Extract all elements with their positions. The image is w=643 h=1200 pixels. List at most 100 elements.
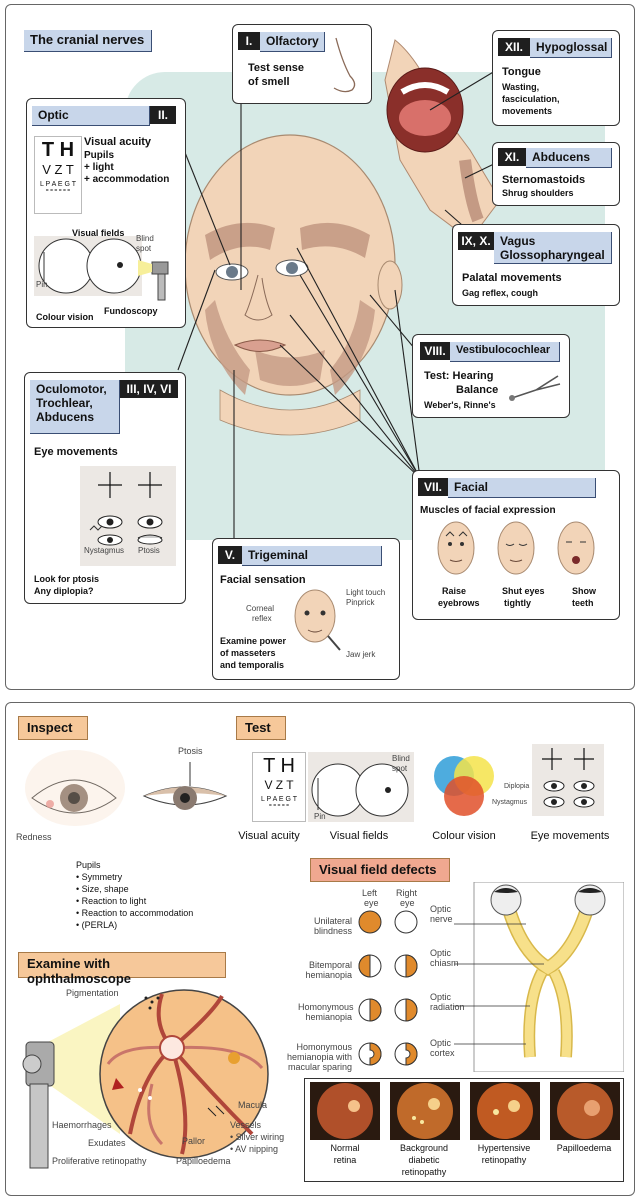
test-blind-1: Blind	[392, 754, 410, 763]
vestibulo-test-1: Test: Hearing	[424, 370, 494, 382]
pupils-title: Pupils	[76, 860, 101, 870]
colour-vision-circles	[434, 756, 494, 816]
pathway-2-b: chiasm	[430, 958, 459, 968]
fundus-exudates: Exudates	[88, 1138, 126, 1148]
defect-1-b: blindness	[313, 926, 352, 936]
photo-2-a: Background	[399, 1143, 449, 1153]
vagus-title: Vagus Glossopharyngeal	[494, 232, 612, 264]
facial-face-1-1: Raise	[442, 586, 467, 596]
vfd-right-1: Right	[396, 888, 418, 898]
pupils-item-2: • Size, shape	[76, 884, 129, 894]
olfactory-desc-1: Test sense	[248, 62, 305, 74]
photo-2-b: diabetic	[408, 1155, 440, 1165]
facial-muscles: Muscles of facial expression	[420, 505, 556, 516]
pathway-1-a: Optic	[430, 904, 452, 914]
facial-title: Facial	[448, 478, 596, 498]
optic-chart: T H V Z T L P A E G T = = = = = =	[34, 136, 82, 214]
facial-face-1-2: eyebrows	[438, 598, 480, 608]
trigeminal-face	[294, 589, 341, 651]
oculomotor-look-2: Any diplopia?	[34, 586, 94, 596]
facial-expression-faces	[437, 521, 595, 575]
olfactory-title: Olfactory	[260, 32, 325, 52]
chart-line-2: V Z T	[42, 162, 74, 177]
inspect-redness: Redness	[16, 832, 52, 842]
visual-fields-diagram	[34, 236, 169, 301]
test-nystagmus: Nystagmus	[492, 799, 528, 806]
fundus-haemorrhages: Haemorrhages	[52, 1120, 112, 1130]
test-diplopia: Diplopia	[504, 783, 530, 790]
oculomotor-title: Oculomotor, Trochlear, Abducens	[30, 380, 120, 434]
snellen-line-3: L P A E G T	[260, 796, 298, 803]
inspect-ptosis: Ptosis	[178, 746, 203, 756]
hypoglossal-sub-1: Wasting,	[502, 82, 540, 92]
defect-1-a: Unilateral	[313, 916, 352, 926]
optic-acuity: Visual acuity	[84, 136, 152, 148]
olfactory-number: I.	[238, 32, 260, 50]
accessory-title: Abducens	[526, 148, 612, 168]
hypoglossal-number: XII.	[498, 38, 530, 56]
defect-2-b: hemianopia	[305, 970, 352, 980]
photo-3-a: Hypertensive	[477, 1143, 531, 1153]
optic-pathway-diagram	[454, 882, 624, 1072]
pathway-4-b: cortex	[430, 1048, 455, 1058]
hypoglossal-title: Hypoglossal	[530, 38, 612, 58]
optic-colour: Colour vision	[36, 312, 94, 322]
accessory-desc: Sternomastoids	[502, 174, 586, 186]
optic-title: Optic	[32, 106, 150, 126]
trigeminal-light-1: Light touch	[346, 588, 386, 597]
fundus-macula: Macula	[238, 1100, 268, 1110]
trigeminal-corneal-2: reflex	[252, 614, 272, 623]
caption-visual-acuity: Visual acuity	[238, 830, 300, 842]
vfd-heading: Visual field defects	[310, 858, 450, 882]
fundus-papilloedema: Papilloedema	[176, 1156, 231, 1166]
chart-line-4: = = = = = =	[45, 188, 71, 194]
vagus-palatal: Palatal movements	[462, 272, 562, 284]
photo-4-a: Papilloedema	[556, 1143, 612, 1153]
optic-pupils-2: + light	[84, 162, 114, 173]
caption-eye-movements: Eye movements	[530, 830, 610, 842]
oculomotor-name-2: Trochlear,	[36, 396, 93, 410]
pupils-item-4: • Reaction to accommodation	[76, 908, 194, 918]
nose-icon	[333, 37, 356, 93]
optic-pin: Pin	[36, 280, 48, 289]
fundus-av: • AV nipping	[230, 1144, 279, 1154]
facial-face-2-2: tightly	[504, 598, 531, 608]
test-eye-movements	[532, 744, 604, 816]
inspect-eyes	[25, 750, 228, 826]
oculomotor-look-1: Look for ptosis	[34, 574, 99, 584]
page-title: The cranial nerves	[24, 30, 152, 52]
vestibulo-number: VIII.	[420, 342, 450, 360]
vestibulo-title: Vestibulocochlear	[450, 342, 560, 362]
photo-1-a: Normal	[330, 1143, 360, 1153]
vagus-name-2: Glossopharyngeal	[500, 248, 605, 262]
accessory-sub: Shrug shoulders	[502, 188, 574, 198]
test-heading: Test	[236, 716, 286, 740]
vagus-name-1: Vagus	[500, 234, 536, 248]
oculomotor-ptosis: Ptosis	[138, 546, 160, 555]
test-visual-fields	[308, 752, 414, 822]
snellen-line-4: = = = = =	[268, 803, 290, 809]
trigeminal-title: Trigeminal	[242, 546, 382, 566]
photo-2-c: retinopathy	[401, 1167, 447, 1177]
hypoglossal-sub-3: movements	[502, 106, 553, 116]
oculomotor-name-3: Abducens	[36, 410, 95, 424]
fundus-diagram	[22, 989, 269, 1169]
photo-3-b: retinopathy	[481, 1155, 527, 1165]
defect-3-a: Homonymous	[298, 1002, 354, 1012]
fundus-pigmentation: Pigmentation	[66, 988, 119, 998]
pathway-4-a: Optic	[430, 1038, 452, 1048]
ophthalmoscope-heading: Examine with ophthalmoscope	[18, 952, 226, 986]
chart-line-1: T H	[41, 139, 75, 161]
vagus-number: IX, X.	[458, 232, 494, 250]
optic-fundoscopy: Fundoscopy	[104, 306, 158, 316]
test-pin: Pin	[314, 812, 326, 821]
snellen-chart: T H V Z T L P A E G T = = = = =	[252, 752, 306, 822]
trigeminal-exam-1: Examine power	[220, 636, 287, 646]
inspect-heading: Inspect	[18, 716, 88, 740]
snellen-line-1: T H	[263, 755, 295, 777]
trigeminal-exam-3: and temporalis	[220, 660, 285, 670]
facial-face-2-1: Shut eyes	[502, 586, 545, 596]
trigeminal-exam-2: of masseters	[220, 648, 276, 658]
snellen-line-2: V Z T	[264, 778, 294, 792]
vagus-gag: Gag reflex, cough	[462, 288, 539, 298]
